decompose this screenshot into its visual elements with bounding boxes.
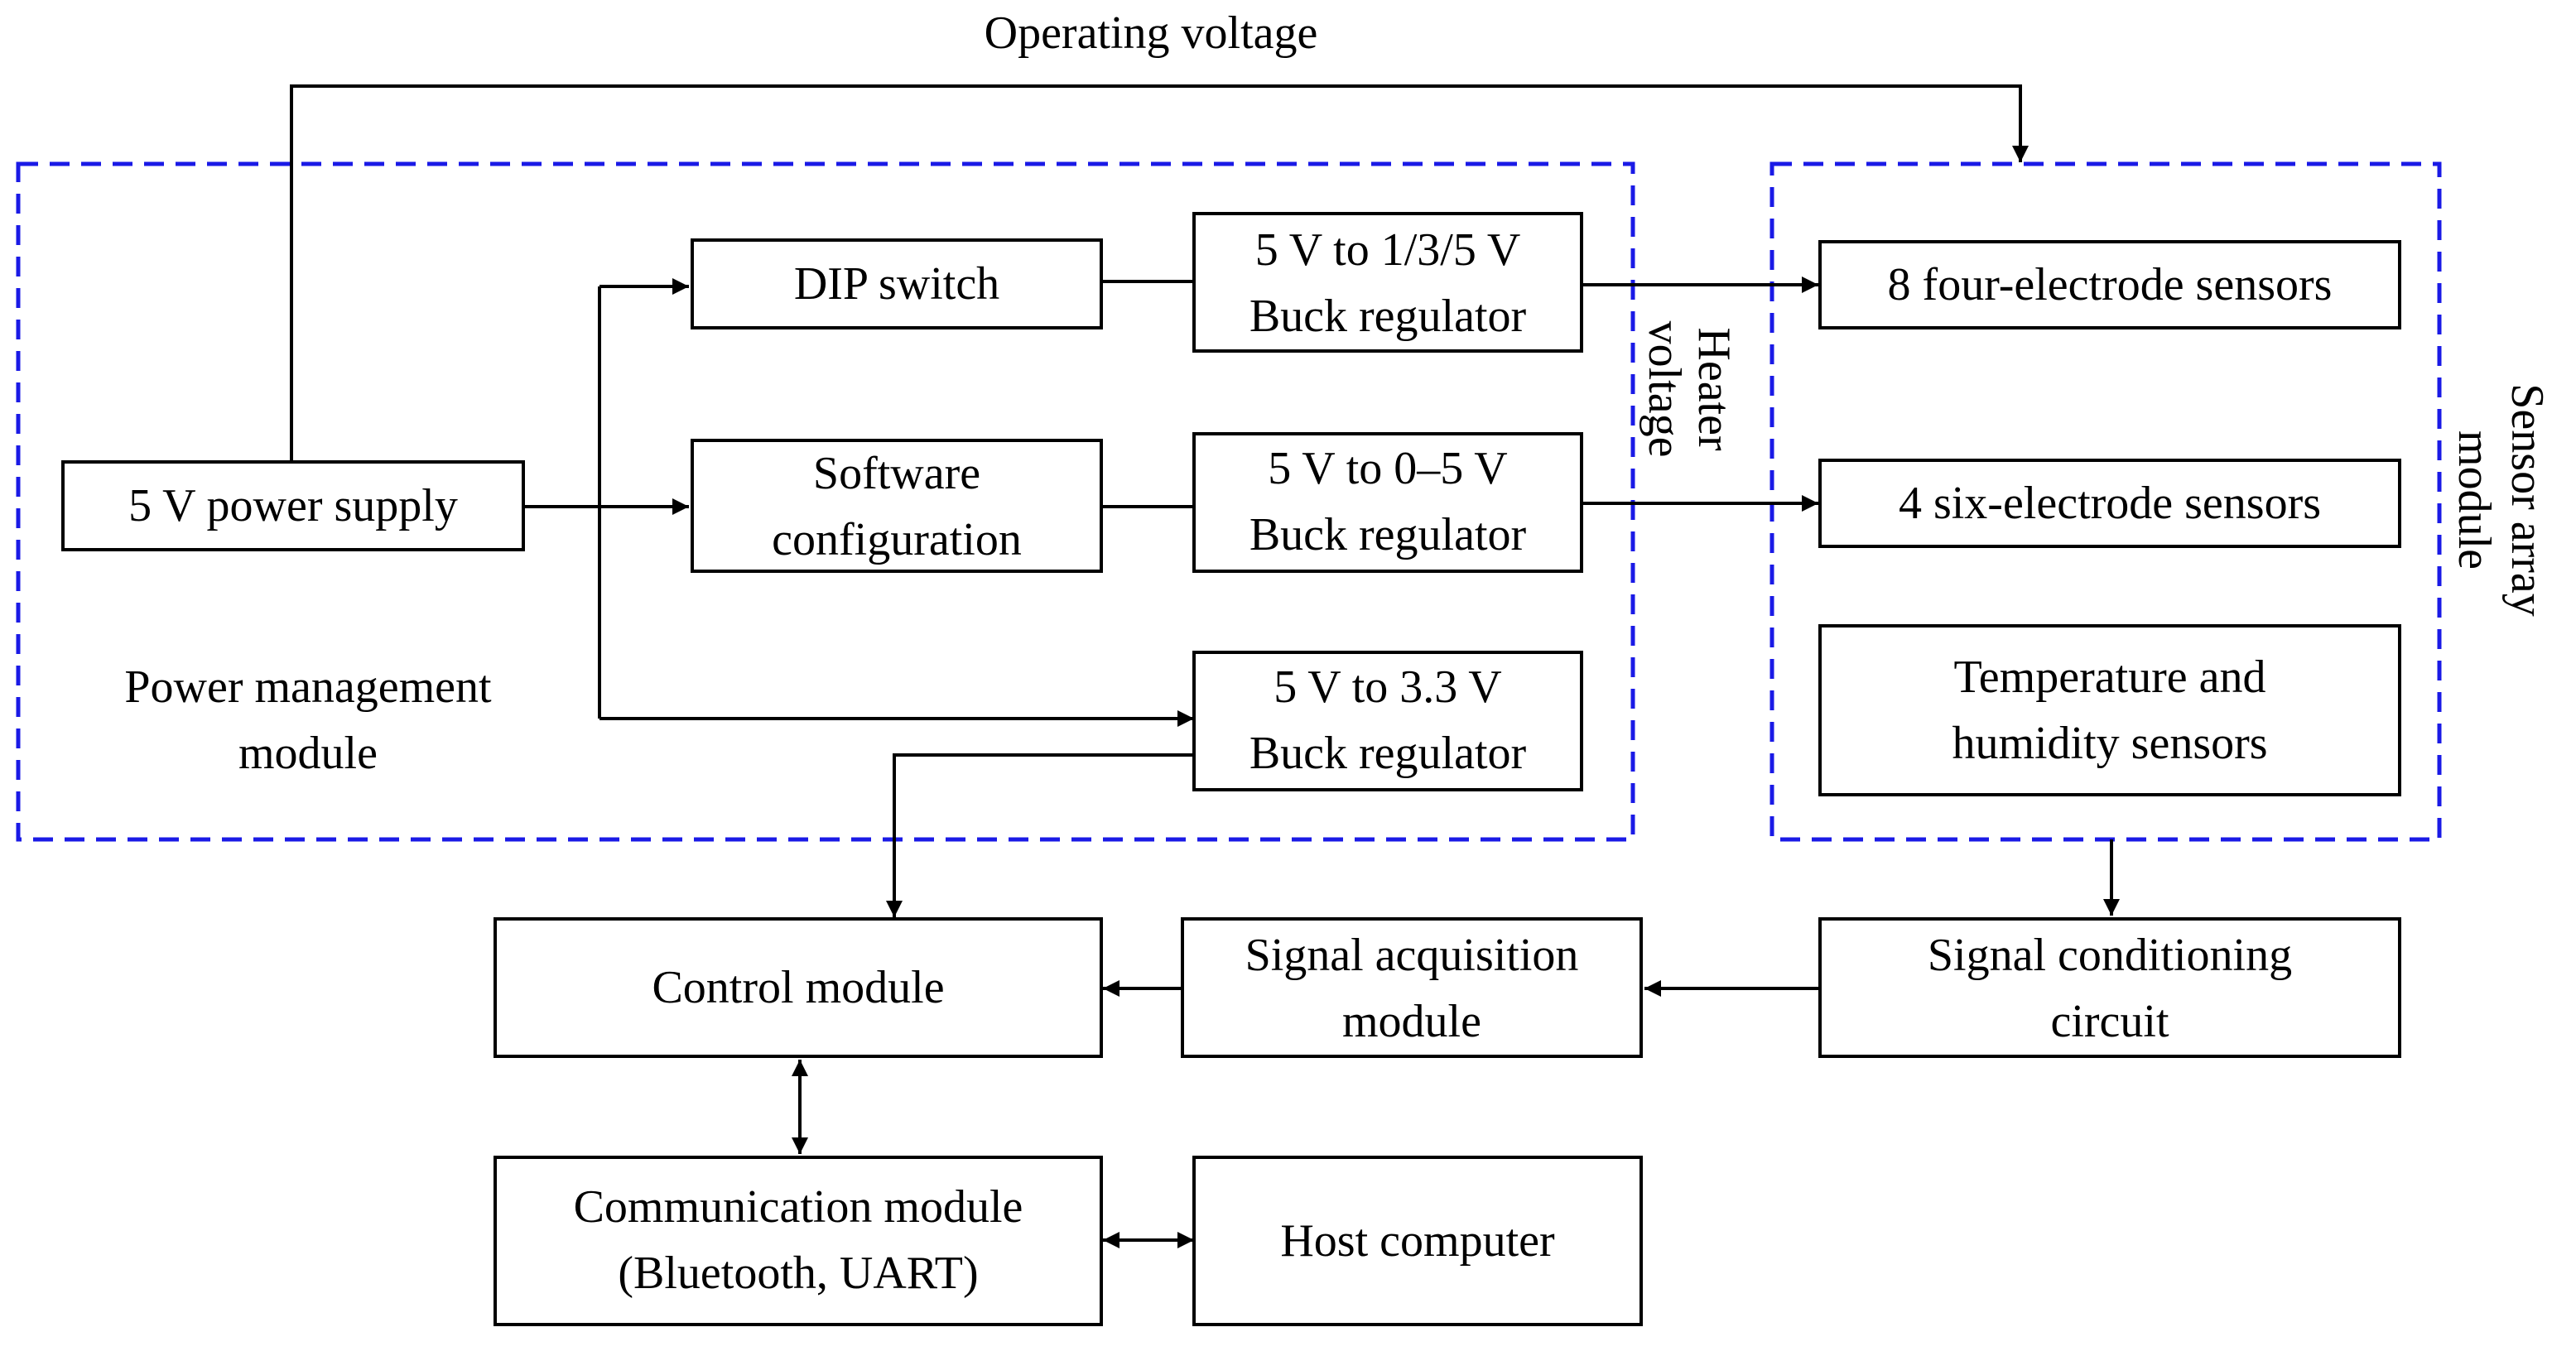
communication-module-label-line1: Communication module xyxy=(574,1181,1023,1233)
buck-regulator-33-block: 5 V to 3.3 V Buck regulator xyxy=(1192,651,1583,791)
buck33-to-control-wire xyxy=(886,753,1194,917)
software-configuration-label-line2: configuration xyxy=(772,514,1022,565)
signal-acquisition-block: Signal acquisition module xyxy=(1181,917,1643,1058)
signal-conditioning-block: Signal conditioning circuit xyxy=(1818,917,2401,1058)
power-management-module-label-line1: Power management xyxy=(124,661,492,713)
signal-acquisition-label-line2: module xyxy=(1342,996,1481,1047)
buck-regulator-33-label-line2: Buck regulator xyxy=(1249,728,1527,779)
temperature-humidity-label-line1: Temperature and xyxy=(1954,652,2266,703)
control-module-label: Control module xyxy=(652,962,944,1013)
buck-regulator-135-label-line1: 5 V to 1/3/5 V xyxy=(1255,224,1521,276)
dip-switch-label: DIP switch xyxy=(794,258,999,310)
sensor-array-module-label: Sensor array module xyxy=(2448,383,2553,616)
heater-voltage-label-line2: voltage xyxy=(1639,321,1690,458)
control-module-block: Control module xyxy=(494,917,1103,1058)
six-electrode-sensors-label: 4 six-electrode sensors xyxy=(1899,478,2321,529)
signal-conditioning-label-line1: Signal conditioning xyxy=(1928,930,2292,981)
power-supply-block: 5 V power supply xyxy=(61,460,525,551)
power-supply-label: 5 V power supply xyxy=(128,480,458,531)
sensor-array-module-label-line1: Sensor array xyxy=(2501,383,2553,616)
four-electrode-sensors-label: 8 four-electrode sensors xyxy=(1888,259,2333,310)
buck-regulator-05-label-line1: 5 V to 0–5 V xyxy=(1268,443,1507,494)
four-electrode-sensors-block: 8 four-electrode sensors xyxy=(1818,240,2401,329)
buck-regulator-05-label-line2: Buck regulator xyxy=(1249,509,1527,560)
operating-voltage-wire xyxy=(290,84,2029,462)
software-configuration-label-line1: Software xyxy=(813,448,980,499)
communication-module-block: Communication module (Bluetooth, UART) xyxy=(494,1156,1103,1326)
power-management-module-label-line2: module xyxy=(238,728,378,779)
heater-voltage-label-line1: Heater xyxy=(1688,327,1740,451)
buck-regulator-33-label-line1: 5 V to 3.3 V xyxy=(1274,661,1501,713)
six-electrode-sensors-block: 4 six-electrode sensors xyxy=(1818,459,2401,548)
host-computer-block: Host computer xyxy=(1192,1156,1643,1326)
software-configuration-block: Software configuration xyxy=(691,439,1103,573)
sensor-array-module-label-line2: module xyxy=(2448,430,2500,570)
buck-regulator-135-label-line2: Buck regulator xyxy=(1249,291,1527,342)
buck-regulator-05-block: 5 V to 0–5 V Buck regulator xyxy=(1192,432,1583,573)
temperature-humidity-sensors-block: Temperature and humidity sensors xyxy=(1818,624,2401,796)
connections xyxy=(290,84,2120,1248)
signal-conditioning-label-line2: circuit xyxy=(2050,996,2169,1047)
communication-module-label-line2: (Bluetooth, UART) xyxy=(618,1248,978,1299)
buck-regulator-135-block: 5 V to 1/3/5 V Buck regulator xyxy=(1192,212,1583,353)
signal-acquisition-label-line1: Signal acquisition xyxy=(1245,930,1579,981)
operating-voltage-label: Operating voltage xyxy=(985,7,1318,59)
heater-voltage-label: Heater voltage xyxy=(1639,321,1740,458)
host-computer-label: Host computer xyxy=(1280,1215,1555,1267)
temperature-humidity-label-line2: humidity sensors xyxy=(1952,718,2267,769)
dip-switch-block: DIP switch xyxy=(691,238,1103,329)
